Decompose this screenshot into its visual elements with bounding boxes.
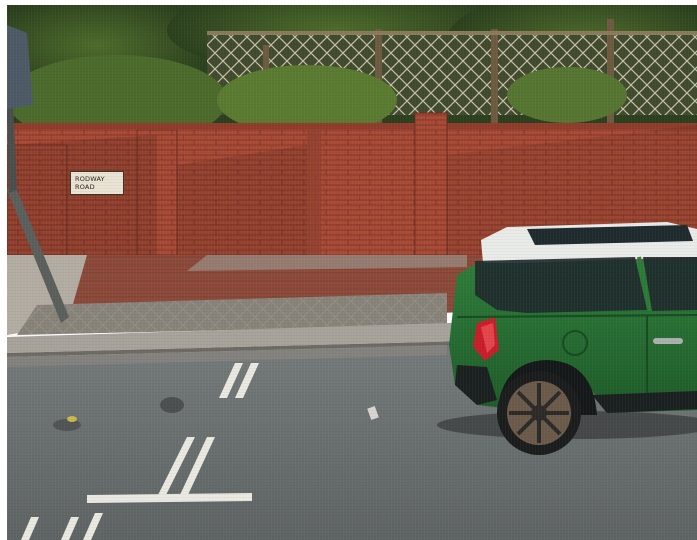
- street-scene: [7, 5, 697, 540]
- road-markings: [21, 363, 259, 540]
- street-photo: RODWAY ROAD: [7, 5, 697, 540]
- signpost-box: [7, 25, 33, 109]
- street-sign: RODWAY ROAD: [70, 171, 124, 195]
- hedge: [7, 55, 227, 145]
- street-sign-line1: RODWAY: [75, 175, 105, 183]
- lamp-post: [7, 185, 69, 323]
- street-sign-line2: ROAD: [75, 183, 95, 191]
- green-car: [437, 222, 697, 455]
